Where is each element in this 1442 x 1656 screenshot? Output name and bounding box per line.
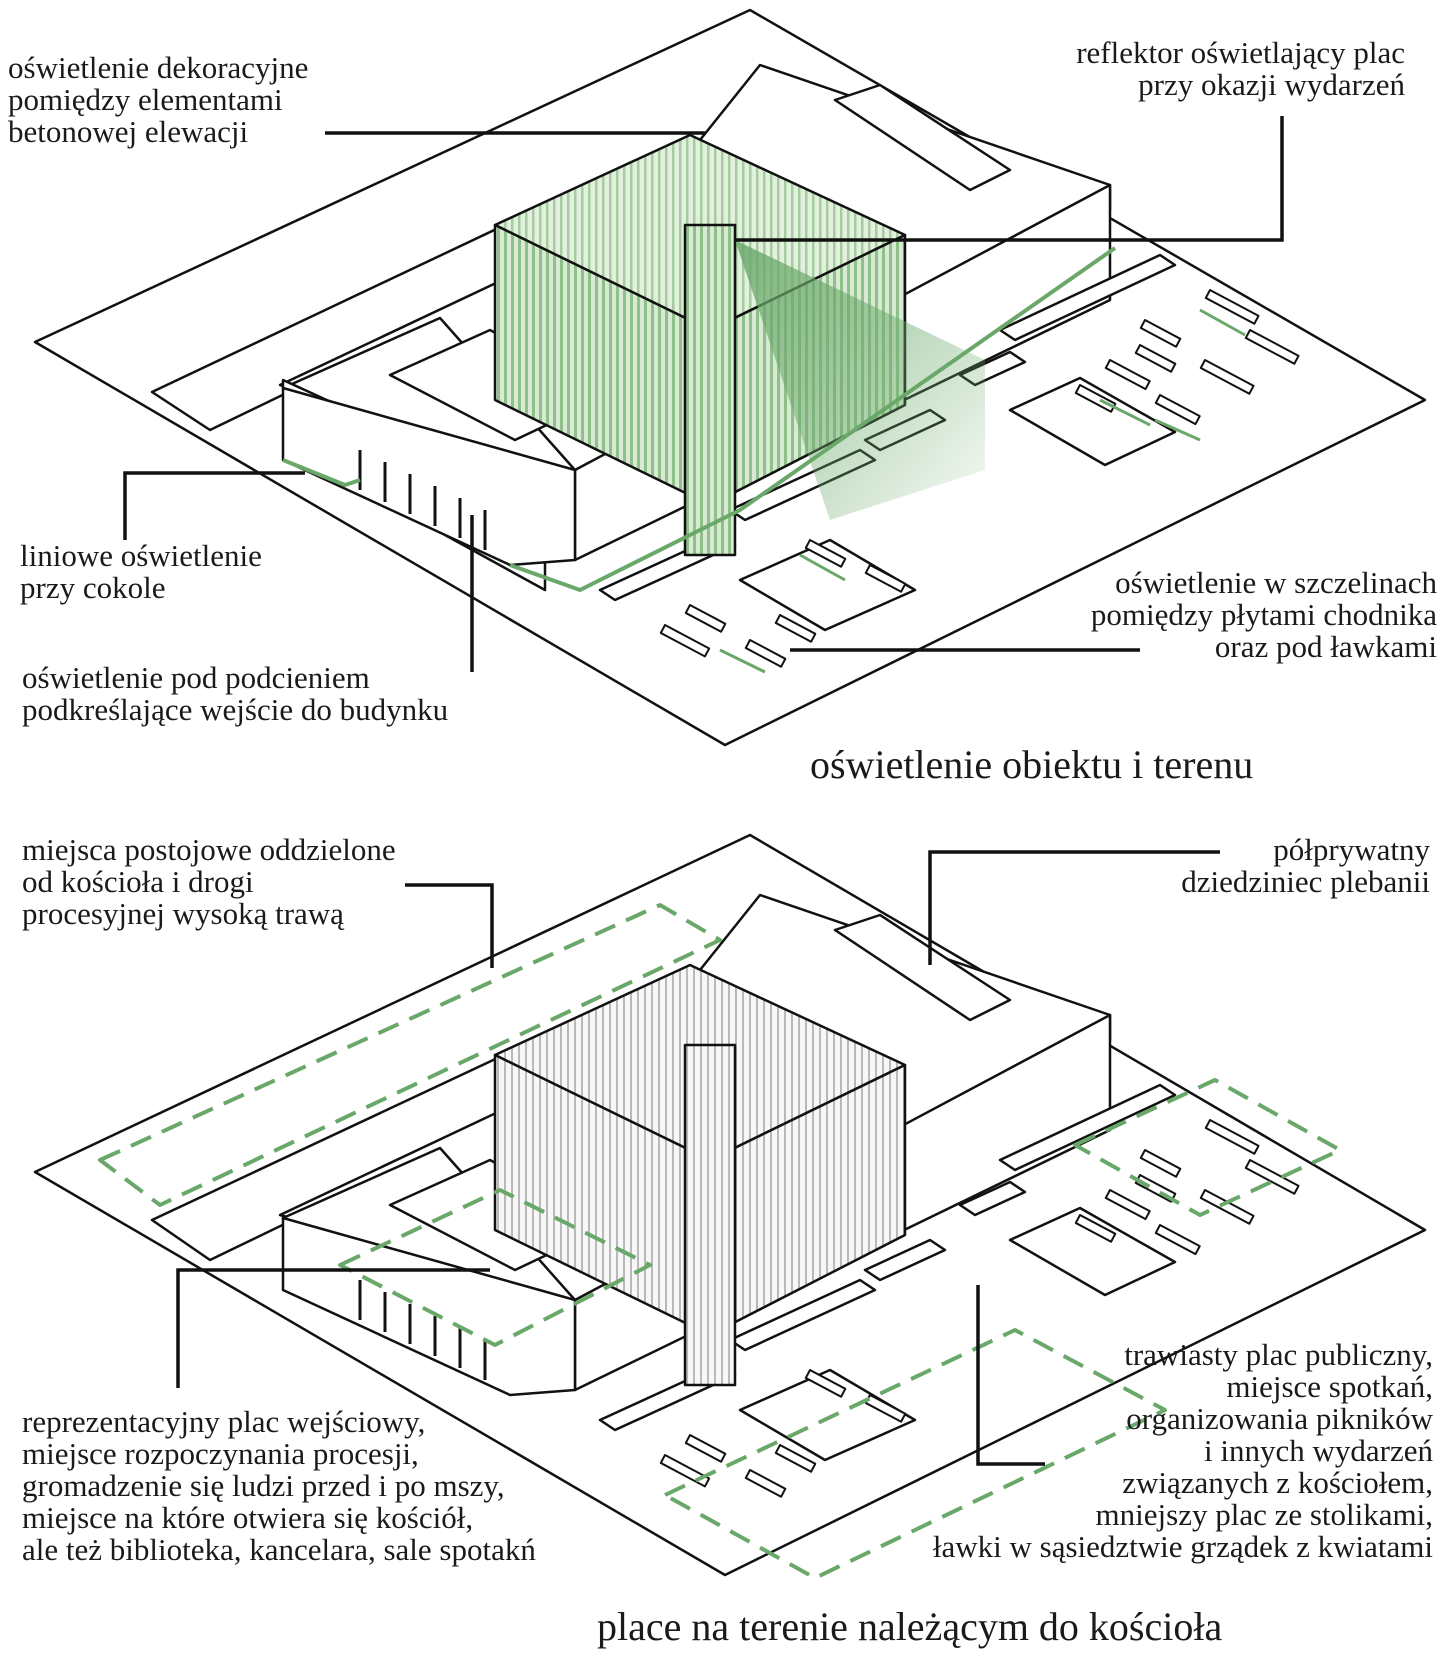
benches: [659, 289, 1300, 668]
label-line: pomiędzy elementami: [8, 82, 283, 117]
label-line: oświetlenie pod podcieniem: [22, 660, 370, 695]
label-line: dziedziniec plebanii: [1181, 864, 1430, 899]
label-line: reprezentacyjny plac wejściowy,: [22, 1404, 425, 1439]
label-line: od kościoła i drogi: [22, 864, 254, 899]
plaza-field-3: [1008, 376, 1177, 467]
title-bottom: place na terenie należącym do kościoła: [597, 1604, 1222, 1649]
courtyard-hole-2: [833, 83, 1012, 192]
label-line: betonowej elewacji: [8, 114, 249, 149]
plaza-field-1: [998, 253, 1177, 342]
label-line: miejsce spotkań,: [1226, 1369, 1433, 1404]
label-line: trawiasty plac publiczny,: [1124, 1337, 1433, 1372]
plaza-field-11: [863, 1238, 947, 1282]
label-line: miejsce na które otwiera się kościół,: [22, 1500, 473, 1535]
green-square-outline: [663, 1328, 1167, 1580]
zone-outlines: [98, 903, 1342, 1580]
table-square-outline: [1073, 1078, 1342, 1217]
arcade-columns-2: [358, 1280, 487, 1380]
title-top: oświetlenie obiektu i terenu: [810, 742, 1253, 787]
benches-2: [659, 1119, 1300, 1498]
label-line: organizowania pikników: [1126, 1401, 1433, 1436]
plaza-field-10: [1008, 1206, 1177, 1297]
label-line: gromadzenie się ludzi przed i po mszy,: [22, 1468, 505, 1503]
label-line: liniowe oświetlenie: [20, 538, 262, 573]
label-line: związanych z kościołem,: [1122, 1465, 1433, 1500]
label-line: procesyjnej wysoką trawą: [22, 896, 345, 931]
reflector-beam: [735, 240, 985, 520]
label-line: oświetlenie dekoracyjne: [8, 50, 308, 85]
label-line: przy okazji wydarzeń: [1138, 67, 1405, 102]
leader-lines-bottom: [176, 850, 1220, 1466]
label-line: ale też biblioteka, kancelara, sale spot…: [22, 1532, 536, 1567]
plaza-field-7: [738, 538, 917, 632]
leader-lines-top: [123, 116, 1284, 672]
label-line: półprywatny: [1273, 832, 1430, 867]
squares-axonometric: [33, 833, 1427, 1580]
parking-zone-outline: [98, 903, 722, 1207]
front-block-face-2: [281, 1216, 577, 1397]
label-green-square: trawiasty plac publiczny,miejsce spotkań…: [933, 1337, 1434, 1564]
plaza-field-14: [738, 1368, 917, 1462]
label-line: mniejszy plac ze stolikami,: [1096, 1497, 1433, 1532]
label-line: i innych wydarzeń: [1204, 1433, 1433, 1468]
plinth-lighting: [282, 246, 1117, 592]
bench-lighting: [719, 308, 1246, 674]
label-line: reflektor oświetlający plac: [1076, 35, 1405, 70]
plaza-field-9: [958, 1180, 1027, 1217]
label-line: ławki w sąsiedztwie grządek z kwiatami: [933, 1529, 1434, 1564]
label-line: przy cokole: [20, 570, 165, 605]
arcade-columns: [358, 450, 487, 550]
courtyard-hole-4: [833, 913, 1012, 1022]
label-line: oświetlenie w szczelinach: [1115, 565, 1437, 600]
front-block-face: [281, 386, 577, 567]
plaza-field-12: [728, 1278, 877, 1352]
label-line: miejsca postojowe oddzielone: [22, 832, 396, 867]
label-line: oraz pod ławkami: [1215, 629, 1437, 664]
plaza-field-8: [998, 1083, 1177, 1172]
label-entrance: reprezentacyjny plac wejściowy,miejsce r…: [22, 1404, 536, 1567]
label-line: pomiędzy płytami chodnika: [1091, 597, 1437, 632]
label-line: miejsce rozpoczynania procesji,: [22, 1436, 419, 1471]
lighting-axonometric: [33, 8, 1427, 747]
label-line: podkreślające wejście do budynku: [22, 692, 448, 727]
entrance-zone-outline: [338, 1188, 652, 1347]
bell-tower-2: [683, 1043, 737, 1387]
bell-tower: [683, 223, 737, 557]
